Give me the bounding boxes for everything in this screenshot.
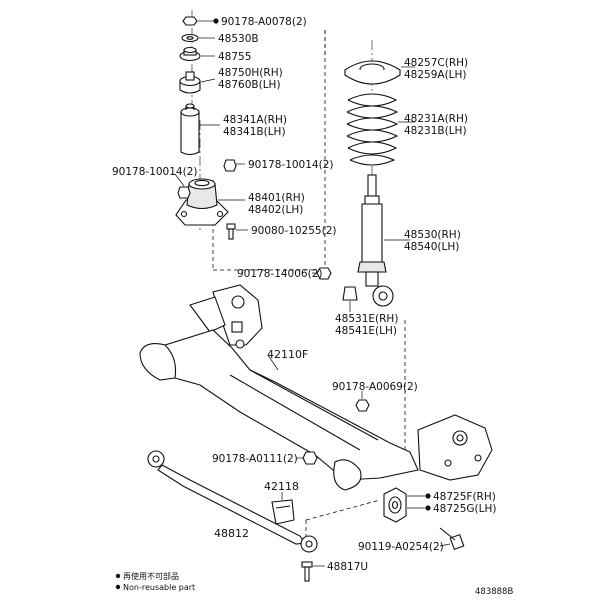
label-rod-nut: 90178-A0111(2) <box>212 453 298 465</box>
label-absorber-lh: 48540(LH) <box>404 241 459 253</box>
absorber-bush <box>342 286 358 312</box>
label-absorber-rh: 48530(RH) <box>404 229 461 241</box>
rod-nut <box>296 451 318 465</box>
label-axle-beam: 42110F <box>267 348 308 361</box>
shock-absorber-part <box>357 174 410 307</box>
label-bumper-lh: 48341B(LH) <box>223 126 286 138</box>
label-spring-rh: 48231A(RH) <box>404 113 468 125</box>
label-support-lh: 48402(LH) <box>248 204 303 216</box>
label-seat-rh: 48257C(RH) <box>404 57 468 69</box>
coil-spring-part <box>346 93 415 166</box>
label-beam-nut: 90178-A0069(2) <box>332 381 418 393</box>
label-cushion-rh: 48750H(RH) <box>218 67 283 79</box>
top-nut-part <box>182 16 219 26</box>
legend-line-en: Non-reusable part <box>123 583 195 592</box>
bump-stop-part <box>180 103 220 156</box>
support-left-nut <box>174 173 191 199</box>
cushion-part <box>179 71 216 94</box>
plate-part <box>179 46 215 62</box>
label-nut-left: 90178-10014(2) <box>112 166 197 178</box>
label-nut-right: 90178-10014(2) <box>248 159 333 171</box>
absorber-nut <box>312 267 332 280</box>
label-bottom-bolt: 48817U <box>327 561 368 573</box>
label-support-rh: 48401(RH) <box>248 192 305 204</box>
label-bumper-rh: 48341A(RH) <box>223 114 287 126</box>
bottom-bolt <box>301 561 325 582</box>
support-bolt <box>226 223 248 240</box>
label-plate: 48755 <box>218 51 251 63</box>
label-washer: 48530B <box>218 33 259 45</box>
label-top-nut: 90178-A0078(2) <box>221 16 307 28</box>
label-lateral-rod: 48812 <box>214 527 249 540</box>
label-support-bolt: 90080-10255(2) <box>251 225 336 237</box>
label-seat-lh: 48259A(LH) <box>404 69 467 81</box>
label-bushing-rh: 48725F(RH) <box>433 491 496 503</box>
lateral-rod-part <box>147 450 318 553</box>
diagram-reference-number: 483888B <box>475 587 513 597</box>
rod-bracket-part <box>271 492 295 525</box>
label-bushing-bolt: 90119-A0254(2) <box>358 541 444 553</box>
label-bushing-lh: 48725G(LH) <box>433 503 496 515</box>
bushing-bolt <box>439 527 465 551</box>
support-right-nut <box>223 159 245 172</box>
legend-line-jp: 再使用不可部品 <box>123 571 179 581</box>
label-bush-rh: 48531E(RH) <box>335 313 398 325</box>
label-absorber-nut: 90178-14006(2) <box>237 268 322 280</box>
spring-seat-part <box>344 60 415 85</box>
label-bush-lh: 48541E(LH) <box>335 325 397 337</box>
label-bracket: 42118 <box>264 480 299 493</box>
beam-nut <box>355 391 370 412</box>
legend: 再使用不可部品 Non-reusable part <box>115 571 195 592</box>
upper-support-part <box>175 178 245 226</box>
label-cushion-lh: 48760B(LH) <box>218 79 281 91</box>
bushing-part <box>383 487 431 523</box>
label-spring-lh: 48231B(LH) <box>404 125 467 137</box>
non-reusable-dot-icon-2 <box>115 584 121 590</box>
washer-part <box>181 33 215 43</box>
part-labels: 90178-A0078(2) 48530B 48755 48750H(RH) 4… <box>112 16 496 573</box>
non-reusable-dot-icon <box>115 573 121 579</box>
axle-beam-part <box>139 284 493 491</box>
